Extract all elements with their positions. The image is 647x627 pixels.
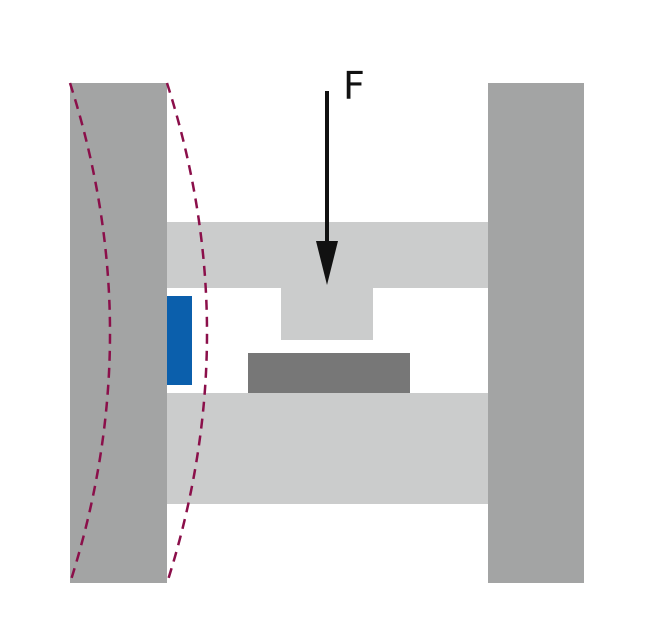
right-frame-wall: [488, 83, 584, 583]
left-deflection-curve-outer: [165, 82, 209, 584]
force-label: F: [343, 64, 365, 108]
blue-side-element: [167, 296, 192, 385]
force-arrow-head: [316, 241, 338, 285]
lower-beam: [167, 393, 488, 504]
left-frame-wall: [70, 83, 167, 583]
lower-dark-block: [248, 353, 410, 393]
upper-beam-punch: [281, 288, 373, 340]
left-deflection-curve-inner: [68, 82, 112, 584]
